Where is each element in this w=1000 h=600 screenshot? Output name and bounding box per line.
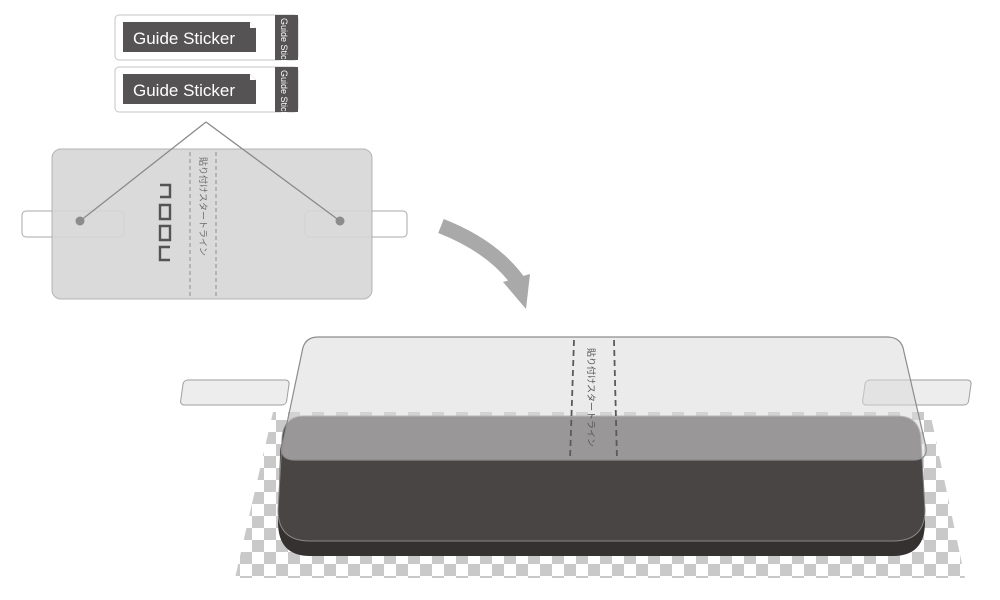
brand-logo xyxy=(158,183,172,262)
curved-arrow-icon xyxy=(438,219,529,292)
sticker-tab xyxy=(275,15,298,60)
sticker-tab-label: Guide Sticker xyxy=(279,18,289,72)
installed-start-line-label: 貼り付けスタートライン xyxy=(585,348,597,447)
installed-start-line-right xyxy=(613,339,618,461)
installed-start-line-left xyxy=(569,339,575,461)
protector-sheet: 貼り付けスタートライン xyxy=(21,121,408,300)
installed-left-tab xyxy=(180,379,290,406)
sticker-fold-corner xyxy=(250,22,256,28)
sticker-tab-label: Guide Sticker xyxy=(279,70,289,124)
start-line-label: 貼り付けスタートライン xyxy=(197,157,209,256)
sticker-label: Guide Sticker xyxy=(133,81,235,100)
installed-view: 貼り付けスタートライン xyxy=(180,336,972,578)
leader-line-right xyxy=(205,121,341,222)
sticker-fold-corner xyxy=(250,74,256,80)
installed-film xyxy=(281,336,927,461)
sticker-label: Guide Sticker xyxy=(133,29,235,48)
guide-sticker-2: Guide Sticker Guide Sticker xyxy=(114,66,299,124)
leader-line-left xyxy=(79,121,207,222)
curved-arrow-head xyxy=(503,274,530,309)
sticker-tab xyxy=(275,67,298,112)
sticker-label-plate xyxy=(123,74,256,104)
sticker-label-plate xyxy=(123,22,256,52)
guide-sticker-1: Guide Sticker Guide Sticker xyxy=(114,14,299,72)
film-sheet xyxy=(51,148,373,300)
